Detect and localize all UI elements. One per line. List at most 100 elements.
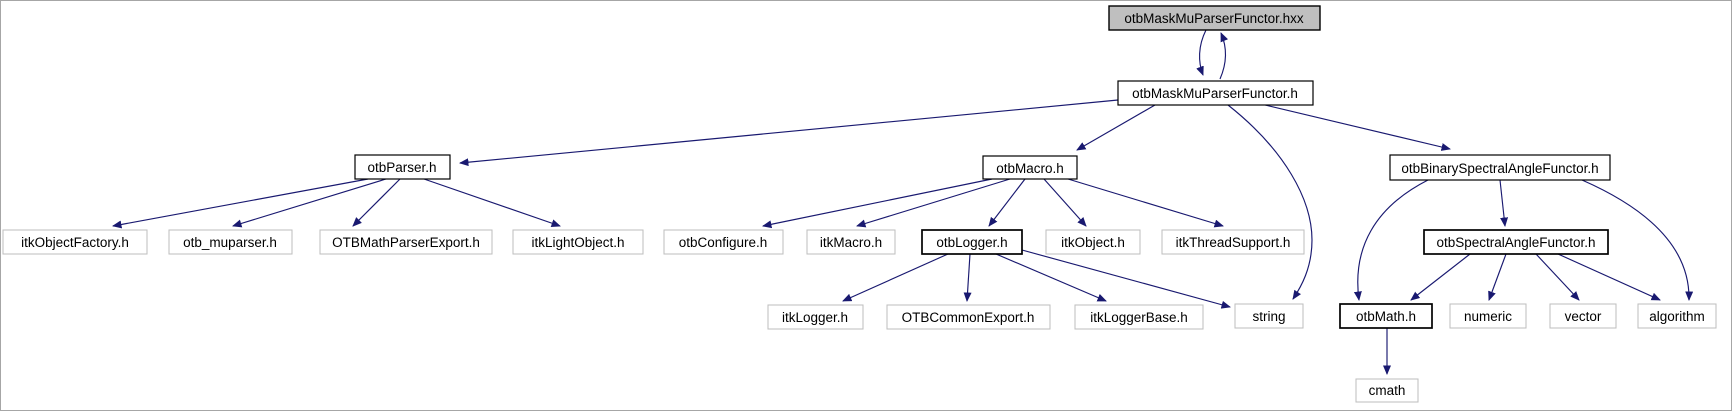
node-itkobjectfactory-box — [2, 229, 148, 255]
node-itkobject-label: itkObject.h — [1061, 235, 1125, 250]
edge-logger-to-string — [1021, 249, 1231, 309]
edge-h-to-hxx — [1219, 32, 1229, 80]
edge-binary-to-algorithm — [1581, 179, 1694, 301]
node-itkmacro-label: itkMacro.h — [820, 235, 882, 250]
node-itklightobject-label: itkLightObject.h — [531, 235, 624, 250]
node-itklogger-box — [767, 304, 864, 330]
node-commonexport-box — [886, 304, 1051, 330]
edge-h-to-string — [1227, 104, 1313, 300]
node-spectral-label[interactable]: otbSpectralAngleFunctor.h — [1436, 235, 1595, 250]
node-otbmuparser: otb_muparser.h — [168, 229, 293, 255]
node-macro[interactable]: otbMacro.h — [982, 155, 1078, 180]
node-otbmuparser-label: otb_muparser.h — [183, 235, 277, 250]
edge-hxx-to-h — [1196, 29, 1207, 76]
edge-spectral-to-vector — [1535, 253, 1580, 301]
node-itkloggerbase: itkLoggerBase.h — [1074, 304, 1204, 330]
node-algorithm-box — [1637, 303, 1717, 329]
node-spectral[interactable]: otbSpectralAngleFunctor.h — [1423, 229, 1609, 255]
node-macro-label[interactable]: otbMacro.h — [996, 161, 1064, 176]
node-parser[interactable]: otbParser.h — [354, 154, 451, 180]
node-h[interactable]: otbMaskMuParserFunctor.h — [1117, 80, 1314, 106]
edges — [112, 29, 1694, 375]
edge-logger-to-commonexport — [963, 253, 972, 302]
edge-parser-to-otbmuparser — [232, 178, 387, 228]
node-math-box[interactable] — [1339, 303, 1433, 329]
node-algorithm-label: algorithm — [1649, 309, 1705, 324]
edge-macro-to-itkthreadsupport — [1067, 178, 1224, 228]
node-cmath-box — [1355, 378, 1419, 403]
edge-parser-to-mathparserexport — [352, 178, 401, 227]
node-logger-box[interactable] — [921, 229, 1023, 255]
node-itkloggerbase-box — [1074, 304, 1204, 330]
node-h-label[interactable]: otbMaskMuParserFunctor.h — [1132, 86, 1298, 101]
node-itkloggerbase-label: itkLoggerBase.h — [1090, 310, 1188, 325]
node-string-label: string — [1252, 309, 1285, 324]
node-itkmacro: itkMacro.h — [806, 229, 896, 255]
node-binary-box[interactable] — [1389, 154, 1611, 181]
edge-spectral-to-math — [1410, 253, 1471, 301]
node-vector: vector — [1549, 303, 1617, 329]
edge-macro-to-itkmacro — [856, 178, 1011, 228]
node-commonexport: OTBCommonExport.h — [886, 304, 1051, 330]
node-otbconfigure-label: otbConfigure.h — [679, 235, 768, 250]
node-itkthreadsupport: itkThreadSupport.h — [1161, 229, 1305, 255]
edge-h-to-macro — [1076, 104, 1156, 151]
node-math-label[interactable]: otbMath.h — [1356, 309, 1416, 324]
node-cmath: cmath — [1355, 378, 1419, 403]
edge-binary-to-spectral — [1499, 179, 1509, 227]
node-itkobjectfactory-label: itkObjectFactory.h — [21, 235, 129, 250]
node-hxx-label: otbMaskMuParserFunctor.hxx — [1124, 11, 1304, 26]
node-otbconfigure: otbConfigure.h — [663, 229, 784, 255]
node-numeric: numeric — [1449, 303, 1527, 329]
edge-macro-to-otbconfigure — [762, 178, 993, 229]
node-hxx-box — [1108, 5, 1321, 31]
edge-macro-to-itkobject — [1043, 178, 1087, 227]
node-itkthreadsupport-label: itkThreadSupport.h — [1176, 235, 1291, 250]
node-vector-box — [1549, 303, 1617, 329]
node-h-box[interactable] — [1117, 80, 1314, 106]
node-cmath-label: cmath — [1369, 383, 1406, 398]
node-commonexport-label: OTBCommonExport.h — [902, 310, 1035, 325]
node-vector-label: vector — [1565, 309, 1602, 324]
edge-h-to-binary — [1264, 104, 1451, 151]
node-logger[interactable]: otbLogger.h — [921, 229, 1023, 255]
node-string: string — [1234, 303, 1304, 329]
edge-parser-to-itklightobject — [423, 178, 561, 228]
edge-logger-to-itkloggerbase — [995, 253, 1107, 302]
node-otbconfigure-box — [663, 229, 784, 255]
node-binary-label[interactable]: otbBinarySpectralAngleFunctor.h — [1401, 161, 1598, 176]
node-numeric-label: numeric — [1464, 309, 1512, 324]
node-numeric-box — [1449, 303, 1527, 329]
node-math[interactable]: otbMath.h — [1339, 303, 1433, 329]
node-itklogger: itkLogger.h — [767, 304, 864, 330]
node-string-box — [1234, 303, 1304, 329]
node-spectral-box[interactable] — [1423, 229, 1609, 255]
node-itklightobject-box — [512, 229, 644, 255]
edge-spectral-to-algorithm — [1557, 253, 1661, 301]
node-binary[interactable]: otbBinarySpectralAngleFunctor.h — [1389, 154, 1611, 181]
node-otbmuparser-box — [168, 229, 293, 255]
node-itklightobject: itkLightObject.h — [512, 229, 644, 255]
node-itkobjectfactory: itkObjectFactory.h — [2, 229, 148, 255]
node-logger-label[interactable]: otbLogger.h — [936, 235, 1007, 250]
node-parser-label[interactable]: otbParser.h — [367, 160, 436, 175]
node-itkthreadsupport-box — [1161, 229, 1305, 255]
node-hxx: otbMaskMuParserFunctor.hxx — [1108, 5, 1321, 31]
edge-parser-to-itkobjectfactory — [112, 178, 369, 229]
node-itkobject: itkObject.h — [1045, 229, 1141, 255]
node-macro-box[interactable] — [982, 155, 1078, 180]
edge-binary-to-math — [1353, 179, 1429, 301]
edge-logger-to-itklogger — [842, 253, 949, 302]
edge-spectral-to-numeric — [1488, 253, 1507, 301]
node-itkmacro-box — [806, 229, 896, 255]
node-algorithm: algorithm — [1637, 303, 1717, 329]
node-mathparserexport-label: OTBMathParserExport.h — [332, 235, 480, 250]
node-itklogger-label: itkLogger.h — [782, 310, 848, 325]
node-parser-box[interactable] — [354, 154, 451, 180]
node-itkobject-box — [1045, 229, 1141, 255]
node-mathparserexport-box — [319, 229, 493, 255]
edge-macro-to-logger — [988, 178, 1026, 227]
